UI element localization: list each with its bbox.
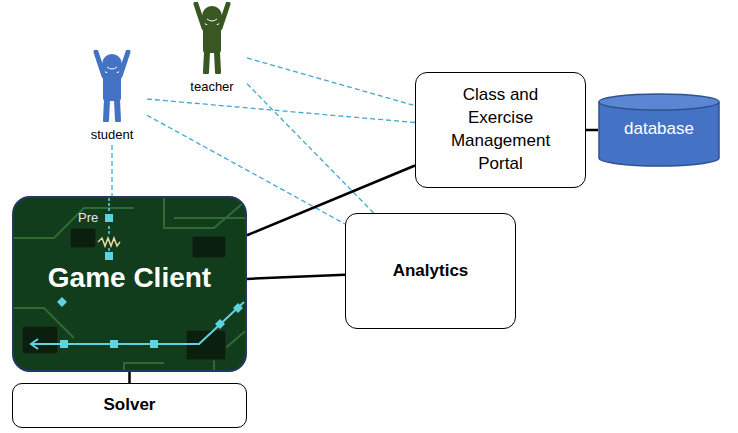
dashed-connector bbox=[111, 145, 112, 196]
node-label: teacher bbox=[190, 79, 233, 94]
solver-box: Solver bbox=[12, 383, 247, 428]
dashed-connector bbox=[247, 58, 415, 106]
node-label: Solver bbox=[104, 394, 156, 417]
node-label: Game Client bbox=[14, 262, 245, 294]
node-label: Analytics bbox=[393, 260, 469, 283]
dashed-connector bbox=[247, 84, 374, 213]
node-label: database bbox=[598, 119, 720, 139]
student-figure: student bbox=[80, 50, 144, 142]
board-label: Pre bbox=[78, 210, 98, 225]
solid-connector bbox=[586, 129, 598, 132]
database-cylinder: database bbox=[598, 93, 720, 167]
game-client-box: Game Client Pre bbox=[12, 196, 247, 372]
solid-connector bbox=[128, 372, 131, 383]
stick-figure bbox=[192, 2, 232, 74]
analytics-box: Analytics bbox=[345, 213, 516, 329]
node-label: student bbox=[91, 127, 134, 142]
portal-box: Class and Exercise Management Portal bbox=[415, 72, 586, 188]
dashed-connector bbox=[147, 99, 415, 122]
teacher-figure: teacher bbox=[180, 2, 244, 94]
node-label: Class and Exercise Management Portal bbox=[439, 84, 563, 176]
stick-figure bbox=[92, 50, 132, 122]
solid-connector bbox=[247, 275, 345, 279]
